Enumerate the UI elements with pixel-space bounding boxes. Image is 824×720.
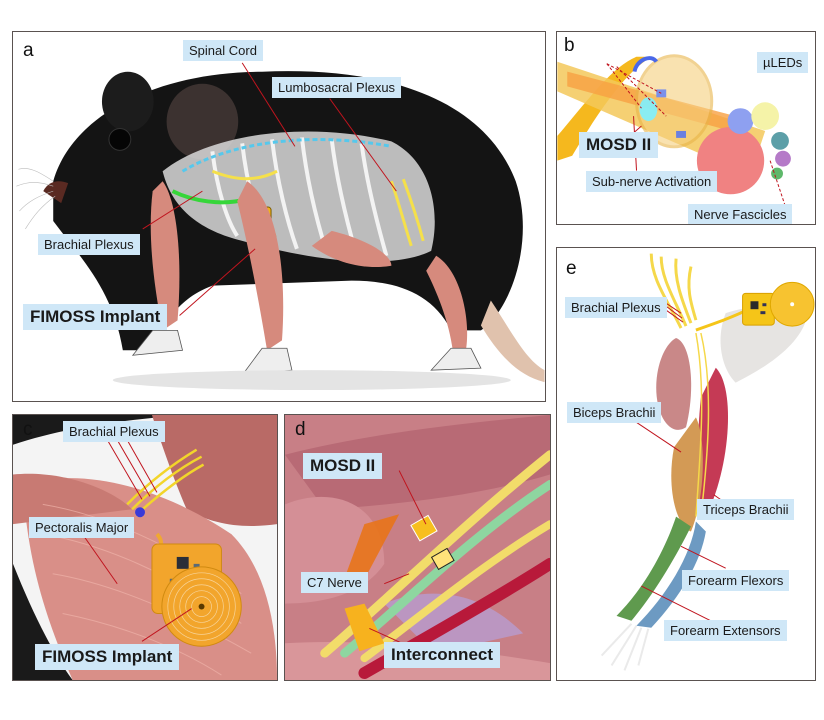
panel-a: a Spinal Cord Lumbosacral Plexus Brachia… [12, 31, 546, 402]
whiskers [16, 168, 56, 230]
panel-b: b µLEDs MOSD II Sub-nerve Activation Ner… [556, 31, 816, 225]
triceps-brachii-muscle [697, 367, 729, 517]
panel-letter-c: c [23, 419, 33, 440]
label-biceps-brachii: Biceps Brachii [567, 402, 662, 423]
panel-c: c Brachial Plexus Pectoralis Major FIMOS… [12, 414, 278, 681]
mouse-nose [43, 181, 69, 204]
label-uleds: µLEDs [757, 52, 809, 73]
panel-letter-d: d [295, 419, 306, 440]
label-brachial-plexus: Brachial Plexus [63, 421, 165, 442]
mosd-cuff-d2 [430, 547, 455, 571]
label-pectoralis-major: Pectoralis Major [29, 517, 135, 538]
fascicle-cream [751, 102, 780, 130]
label-subnerve-activation: Sub-nerve Activation [586, 171, 718, 192]
paws [131, 329, 482, 376]
label-spinal-cord: Spinal Cord [183, 40, 263, 61]
panel-letter-b: b [564, 35, 575, 56]
label-triceps-brachii: Triceps Brachii [697, 499, 795, 520]
label-brachial-plexus: Brachial Plexus [565, 297, 667, 318]
deltoid-muscle [656, 337, 692, 430]
panel-e: e Brachial Plexus Biceps Brachii Triceps… [556, 247, 816, 681]
activation-glow [639, 97, 658, 122]
label-brachial-plexus: Brachial Plexus [38, 234, 140, 255]
panel-d: d MOSD II C7 Nerve Interconnect [284, 414, 551, 681]
label-forearm-flexors: Forearm Flexors [682, 570, 790, 591]
muscle-neck [151, 415, 277, 527]
mouse-tail [480, 300, 545, 383]
mouse-eye [108, 127, 132, 151]
muscle-upper [285, 415, 550, 510]
uled-2 [676, 130, 686, 138]
label-fimoss-implant: FIMOSS Implant [35, 644, 180, 670]
hand-bones [600, 623, 650, 671]
label-mosd-ii: MOSD II [303, 453, 383, 479]
fascicle-blue [727, 108, 754, 134]
label-forearm-extensors: Forearm Extensors [664, 620, 787, 641]
forelimb-illustration [600, 253, 815, 671]
fascicle-green [771, 167, 783, 180]
fascicle-purple [775, 150, 791, 167]
forearm-flexors-muscle [636, 521, 706, 628]
implant-chip-e [742, 292, 775, 326]
panel-letter-e: e [566, 258, 577, 279]
implant-pectoral-illustration [13, 415, 277, 680]
fascicle-teal [771, 131, 789, 150]
panel-letter-a: a [23, 40, 34, 61]
label-c7-nerve: C7 Nerve [301, 572, 368, 593]
dark-background-skin [13, 415, 182, 445]
floor-shadow [112, 370, 511, 391]
mouse-ear-front [166, 83, 239, 160]
scapula [720, 306, 806, 383]
label-mosd-ii: MOSD II [579, 132, 659, 158]
mouse-ear-back [101, 71, 154, 132]
uled-1 [656, 89, 667, 98]
label-fimoss-implant: FIMOSS Implant [23, 304, 168, 330]
label-interconnect: Interconnect [384, 642, 501, 668]
label-lumbosacral-plexus: Lumbosacral Plexus [272, 77, 402, 98]
mosd-cuff-blue [135, 507, 145, 518]
label-nerve-fascicles: Nerve Fascicles [688, 204, 793, 224]
limb-muscles [150, 181, 468, 353]
forearm-extensors-muscle [616, 516, 691, 621]
